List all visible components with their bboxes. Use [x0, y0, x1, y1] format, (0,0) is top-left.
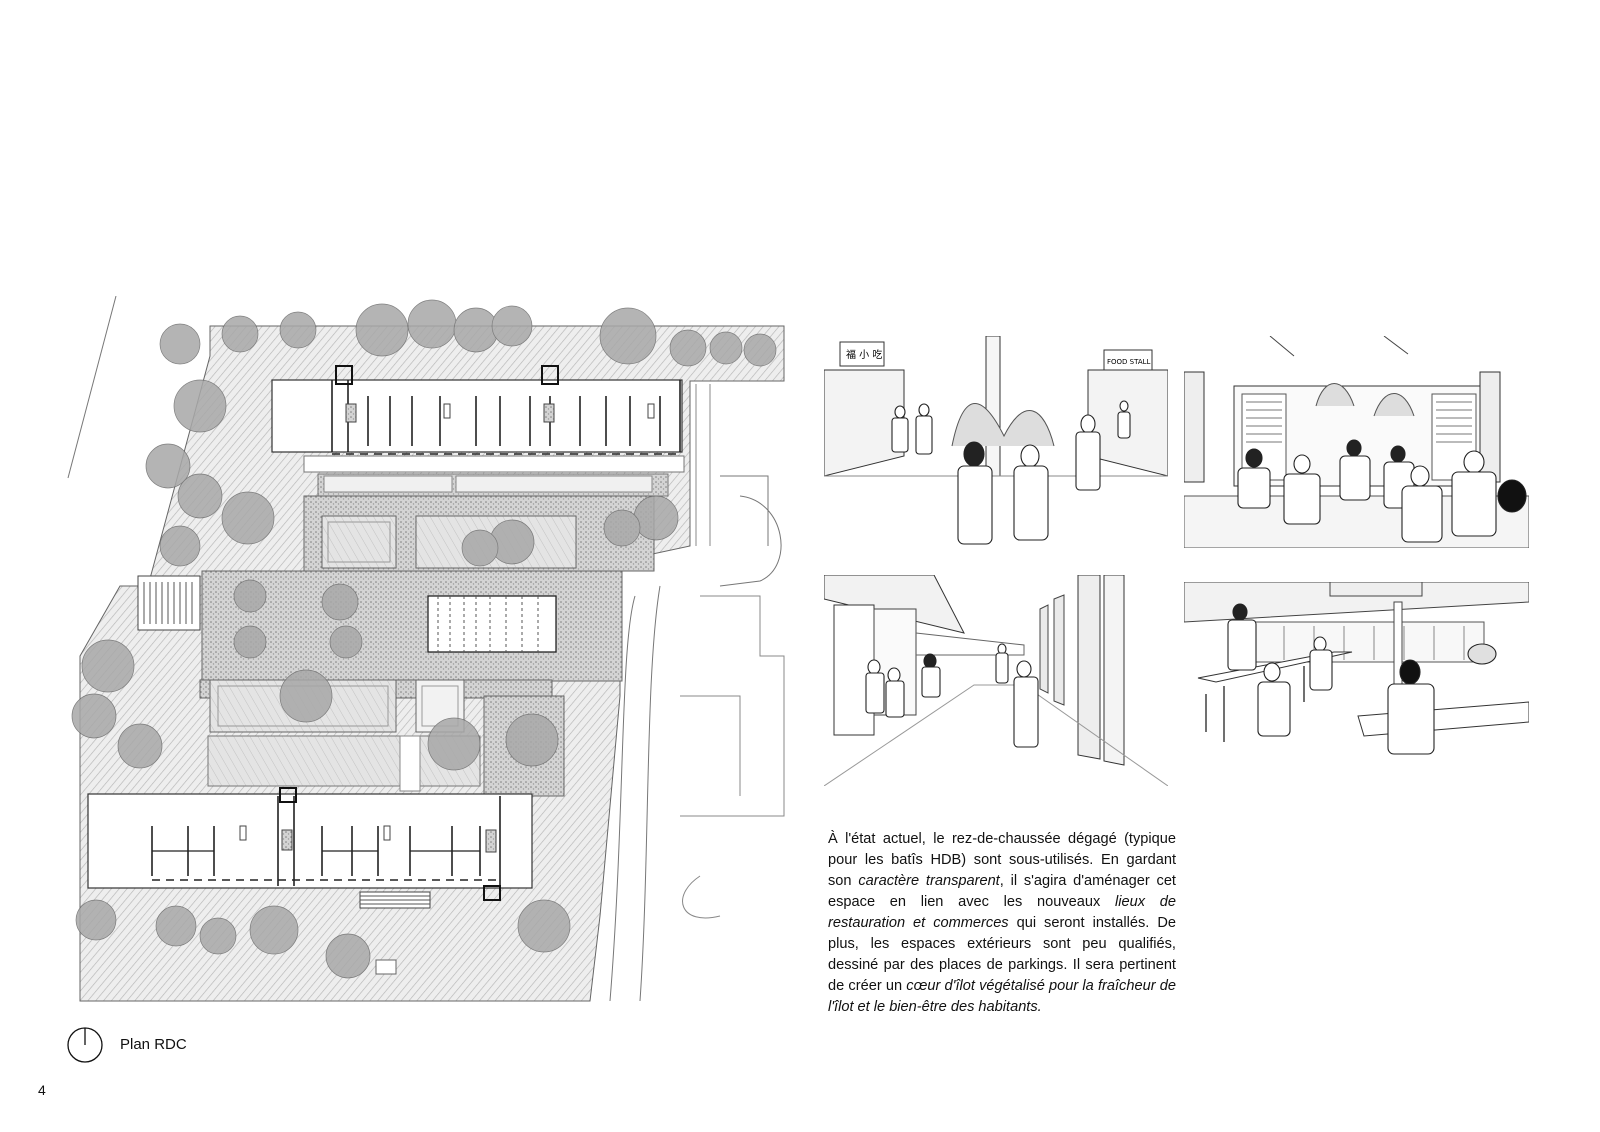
description-paragraph: À l'état actuel, le rez-de-chaussée déga… — [828, 829, 1176, 1018]
stall-sign-left: 福 小 吃 — [846, 348, 882, 361]
description-emphasis: cœur d'îlot végétalisé pour la fraîcheur… — [828, 978, 1176, 1015]
sketch-hawker-benches — [1184, 582, 1529, 786]
sketch-seated-dining-hall — [1184, 336, 1529, 548]
ground-floor-plan — [60, 296, 810, 1026]
description-text: , il s'agira d'aménager cet espace en li… — [828, 873, 1176, 910]
description-emphasis: caractère transparent — [858, 873, 1000, 889]
sketch-food-court-passage: 福 小 吃 FOOD STALL — [824, 336, 1168, 548]
description-emphasis: lieux de restauration et commerces — [828, 894, 1176, 931]
plan-caption: Plan RDC — [120, 1036, 187, 1053]
description-text: qui seront installés. De plus, les espac… — [828, 915, 1176, 994]
north-arrow-icon — [67, 1027, 103, 1063]
stall-sign-right: FOOD STALL — [1107, 358, 1151, 366]
sketch-covered-walkway — [824, 575, 1168, 786]
page-number: 4 — [38, 1082, 46, 1098]
description-text: À l'état actuel, le rez-de-chaussée déga… — [828, 831, 1176, 889]
